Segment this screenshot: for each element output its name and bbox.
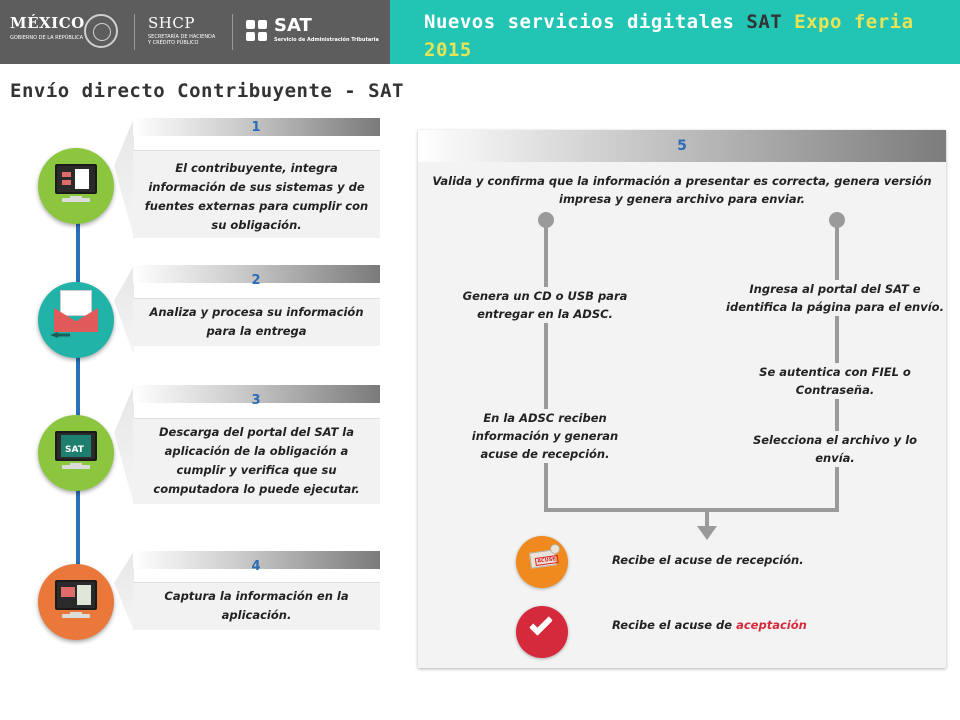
step-2-text: Analiza y procesa su información para la…	[133, 298, 380, 346]
merge-down-line	[705, 510, 709, 528]
banner-title-sat: SAT	[746, 11, 783, 33]
step-1-text: El contribuyente, integra información de…	[133, 150, 380, 238]
step-1-wedge	[114, 118, 134, 238]
envelope-icon	[38, 282, 114, 358]
step-4-header	[133, 551, 380, 569]
banner-title: Nuevos servicios digitales SAT Expo feri…	[424, 8, 944, 64]
computer-documents-icon	[38, 148, 114, 224]
header-divider	[232, 14, 233, 50]
left-branch-pin	[538, 212, 554, 228]
submission-panel	[418, 130, 946, 668]
header-logos-bar: MÉXICO GOBIERNO DE LA REPÚBLICA SHCP SEC…	[0, 0, 390, 64]
mexico-logo-text: MÉXICO	[10, 14, 85, 32]
sat-logo-subtitle: Servicio de Administración Tributaria	[274, 37, 379, 43]
acuse-receipt-icon: ACUSE	[516, 536, 568, 588]
right-step-authenticate: Se autentica con FIEL o Contraseña.	[745, 363, 925, 399]
step-2-wedge	[114, 265, 134, 355]
acuse-stamp-label: ACUSE	[534, 554, 559, 567]
shcp-logo: SHCP SECRETARÍA DE HACIENDA Y CRÉDITO PÚ…	[148, 14, 215, 46]
shcp-logo-subtitle-2: Y CRÉDITO PÚBLICO	[148, 40, 199, 46]
step-3-header	[133, 385, 380, 403]
step-1-number: 1	[251, 120, 261, 135]
left-branch-line	[544, 226, 548, 512]
checkmark-icon	[516, 606, 568, 658]
national-seal-icon	[84, 14, 118, 48]
sat-mark-icon	[246, 20, 268, 42]
panel-header	[418, 130, 946, 162]
header-divider	[134, 14, 135, 50]
sat-logo-text: SAT	[274, 15, 312, 36]
right-branch-pin	[829, 212, 845, 228]
result-accept-word: aceptación	[736, 618, 807, 632]
result-accept-prefix: Recibe el acuse de	[612, 618, 733, 632]
left-step-adsc: En la ADSC reciben información y generan…	[460, 409, 630, 463]
step-3-number: 3	[251, 393, 261, 408]
right-step-portal: Ingresa al portal del SAT e identifica l…	[725, 280, 945, 316]
step-2-number: 2	[251, 273, 261, 288]
banner-title-part1: Nuevos servicios digitales	[424, 11, 735, 33]
step-4-number: 4	[251, 559, 261, 574]
step-4-wedge	[114, 551, 134, 631]
mexico-logo: MÉXICO GOBIERNO DE LA REPÚBLICA	[10, 14, 85, 41]
step-2-header	[133, 265, 380, 283]
shcp-logo-text: SHCP	[148, 14, 195, 32]
panel-number: 5	[677, 138, 687, 154]
step-3-wedge	[114, 385, 134, 505]
steps-timeline	[76, 190, 80, 610]
sat-logo: SAT Servicio de Administración Tributari…	[274, 15, 379, 44]
right-step-send-file: Selecciona el archivo y lo envía.	[740, 431, 930, 467]
page-title: Envío directo Contribuyente - SAT	[10, 80, 404, 102]
computer-capture-icon	[38, 564, 114, 640]
arrow-down-icon	[697, 526, 717, 540]
mexico-logo-subtitle: GOBIERNO DE LA REPÚBLICA	[10, 35, 84, 41]
header-banner	[390, 0, 960, 64]
panel-intro-text: Valida y confirma que la información a p…	[432, 174, 932, 206]
result-receipt-text: Recibe el acuse de recepción.	[612, 553, 804, 567]
sat-computer-icon: SAT	[38, 415, 114, 491]
step-3-text: Descarga del portal del SAT la aplicació…	[133, 418, 380, 504]
step-4-text: Captura la información en la aplicación.	[133, 582, 380, 630]
left-step-cd-usb: Genera un CD o USB para entregar en la A…	[450, 287, 640, 323]
banner-title-part2: Expo feria 2015	[424, 11, 914, 61]
result-accept-text: Recibe el acuse de aceptación	[612, 618, 807, 632]
step-1-header	[133, 118, 380, 136]
shcp-logo-subtitle-1: SECRETARÍA DE HACIENDA	[148, 34, 216, 40]
merge-line	[544, 508, 839, 512]
